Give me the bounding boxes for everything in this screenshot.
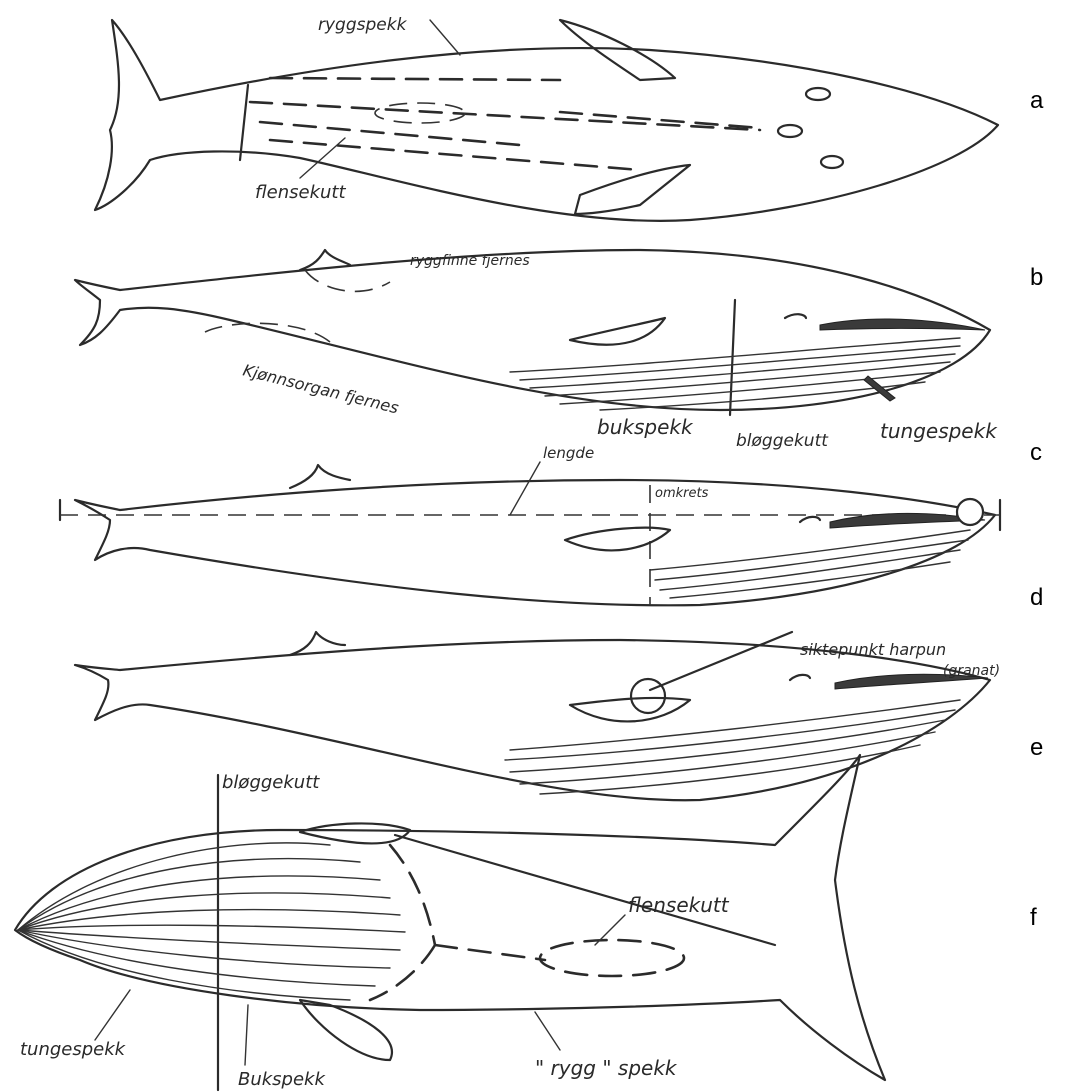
whale-c-throat-grooves [650,530,970,598]
whale-c [60,462,1000,605]
whale-d-eye [790,675,810,680]
whale-c-dorsal-fin [290,465,350,488]
whale-d-body [75,640,990,800]
panel-letter-a: a [1030,87,1044,114]
whale-a-pointer-ryggspekk [430,20,460,55]
label-b-ryggfinne: ryggfinne fjernes [410,253,530,269]
label-a-ryggspekk: ryggspekk [318,15,408,35]
whale-b [75,250,990,415]
whale-f-pointer-bukspekk [245,1005,248,1065]
whale-a-dash-ellipse [375,103,465,123]
label-f-tungespekk: tungespekk [20,1039,127,1060]
label-c-lengde: lengde [543,444,594,462]
whale-a-blowhole [806,88,830,100]
whale-c-eye [800,517,820,522]
whale-c-flipper [565,528,670,551]
label-b-tungespekk: tungespekk [880,419,998,443]
panel-letter-c: c [1030,439,1042,466]
whale-d-target-circle [631,679,665,713]
label-a-flensekutt: flensekutt [255,182,346,203]
whale-b-mouth [820,319,985,330]
label-b-bukspekk: bukspekk [597,415,694,439]
whale-a-cut-line [240,85,248,160]
whale-f-pointer-ryggspekk [535,1012,560,1050]
whale-a-fin-bottom [575,165,690,214]
whale-c-pointer-lengde [510,462,540,515]
label-b-kjonnsorgan: Kjønnsorgan fjernes [241,360,401,417]
panel-letter-e: e [1030,734,1043,761]
whale-a-dash-1 [270,78,560,80]
whale-b-fin-removal [305,270,390,291]
whale-b-cut-line [730,300,735,415]
label-d-siktepunkt: siktepunkt harpun [800,640,946,659]
whale-c-body [75,480,995,605]
whale-b-flipper [570,318,665,345]
label-f-bloggekutt: bløggekutt [222,772,320,793]
whale-d-throat-grooves [505,700,960,794]
whale-d-flipper [570,698,690,722]
whale-f-ventral [15,755,885,1090]
whale-f-pointer-tungespekk [95,990,130,1040]
whale-f-throat-grooves [18,843,405,1000]
label-d-granat: (granat) [943,663,1000,679]
label-f-flensekutt: flensekutt [628,893,730,917]
whale-a-eye-2 [821,156,843,168]
whale-f-body [15,755,885,1080]
label-c-omkrets: omkrets [655,486,709,501]
panel-letter-f: f [1030,904,1037,931]
whale-a-eye-1 [778,125,802,137]
whale-a-dorsal [95,20,998,221]
panel-letter-b: b [1030,264,1043,291]
label-f-ryggspekk: " rygg " spekk [535,1056,678,1080]
whale-f-dash-cuts [370,845,684,1000]
whale-a-dash-2 [250,102,760,130]
label-f-bukspekk: Bukspekk [238,1069,326,1090]
whale-c-snout-marker [957,499,983,525]
panel-letter-d: d [1030,584,1043,611]
whale-b-eye [785,314,806,318]
whale-f-fin-top [300,823,410,843]
whale-a-body [95,20,998,221]
whale-a-dash-3 [260,122,520,145]
label-b-bloggekutt: bløggekutt [736,431,829,451]
whale-f-back-line [395,835,775,945]
